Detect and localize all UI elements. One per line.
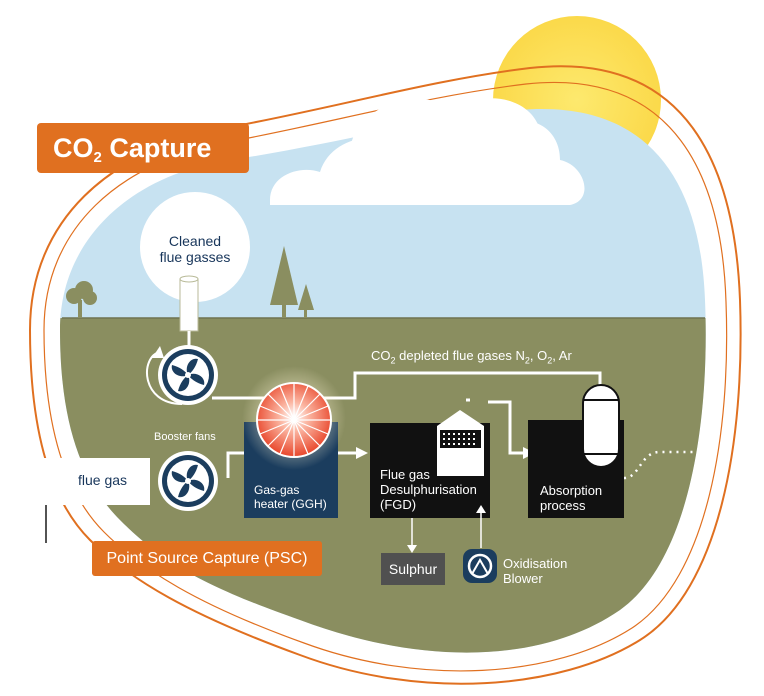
fgd-label: Flue gas Desulphurisation (FGD) [380,467,477,512]
fgd-unit-icon [437,410,484,476]
flue-gas-panel [0,458,150,505]
ggh-label: Gas-gas heater (GGH) [254,483,327,511]
heater-icon [256,382,332,458]
outer-ring [28,65,742,685]
oxidisation-blower-label: Oxidisation Blower [503,556,568,586]
fan-icon [158,345,218,405]
cleaned-gas-label: Cleaned flue gasses [159,233,231,265]
tree-icon [66,246,314,318]
psc-label: Point Source Capture (PSC) [92,541,322,576]
fan-icon [158,451,218,511]
cleaned-gas-bubble [140,192,250,302]
depleted-gas-label: CO2 depleted flue gases N2, O2, Ar [371,348,572,366]
sulphur-box: Sulphur [381,553,445,585]
absorption-label: Absorption process [540,483,603,513]
flue-gas-label: flue gas [78,472,128,488]
absorber-tower-icon [582,384,620,468]
booster-fans-label: Booster fans [154,431,216,443]
diagram-title: CO2 Capture [37,123,249,173]
blower-icon [463,549,497,583]
chimney [179,278,199,332]
